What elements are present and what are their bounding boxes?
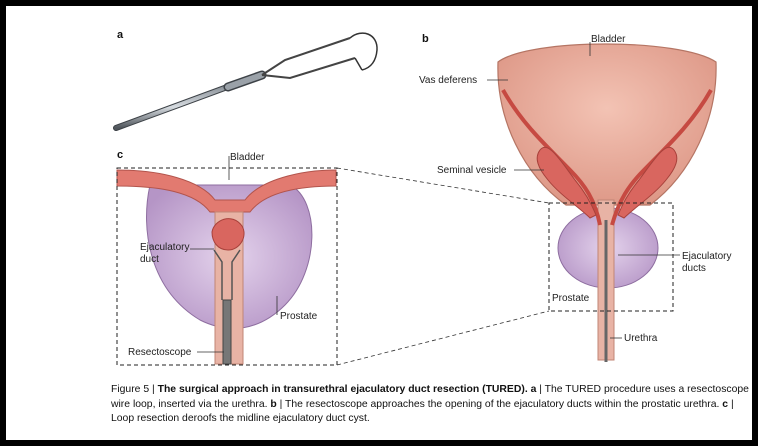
- resectoscope-zoomed: [222, 299, 232, 365]
- caption-b-mark: b: [270, 398, 277, 410]
- ejaculatory-duct-cyst: [211, 218, 245, 251]
- caption-title: The surgical approach in transurethral e…: [157, 384, 528, 395]
- seminal-vesicle-right: [617, 147, 678, 219]
- label-c-resectoscope: Resectoscope: [128, 347, 192, 358]
- caption-a-text: | The TURED procedure uses a resectoscop…: [111, 384, 749, 410]
- label-c-duct: duct: [140, 254, 159, 265]
- label-c-ejaculatory: Ejaculatory: [140, 242, 189, 253]
- urethra-zoomed: [214, 211, 244, 365]
- label-c-prostate: Prostate: [280, 311, 318, 322]
- panel-b-letter: b: [422, 33, 429, 45]
- zoom-box-b: [548, 202, 674, 312]
- zoom-connector-bottom: [336, 310, 550, 366]
- seminal-vesicle-left: [536, 147, 597, 219]
- caption-b-text: | The resectoscope approaches the openin…: [276, 398, 723, 410]
- panel-c-letter: c: [117, 149, 123, 161]
- label-b-vas-deferens: Vas deferens: [419, 75, 477, 86]
- bladder: [497, 43, 717, 206]
- label-b-seminal-vesicle: Seminal vesicle: [437, 165, 507, 176]
- caption-a-mark: a: [530, 384, 537, 395]
- panel-a-letter: a: [117, 29, 124, 41]
- caption-c-mark: c: [722, 398, 729, 410]
- bladder-neck: [116, 169, 337, 213]
- label-c-bladder: Bladder: [230, 152, 265, 163]
- label-b-ejaculatory: Ejaculatory: [682, 251, 731, 262]
- zoom-connector-top: [336, 167, 550, 204]
- panel-c-anatomy: [116, 169, 337, 365]
- label-b-prostate: Prostate: [552, 293, 590, 304]
- label-b-ducts: ducts: [682, 263, 706, 274]
- caption-c-text: | Loop resection deroofs the midline eja…: [111, 398, 734, 425]
- figure-caption: Figure 5 | The surgical approach in tran…: [111, 383, 751, 427]
- wire-loop-zoomed: [213, 249, 241, 300]
- label-b-bladder: Bladder: [591, 34, 626, 45]
- zoom-box-c: [116, 167, 338, 366]
- label-b-urethra: Urethra: [624, 333, 658, 344]
- resectoscope-wire-loop: [113, 32, 378, 131]
- caption-figure-number: Figure 5 |: [111, 384, 158, 395]
